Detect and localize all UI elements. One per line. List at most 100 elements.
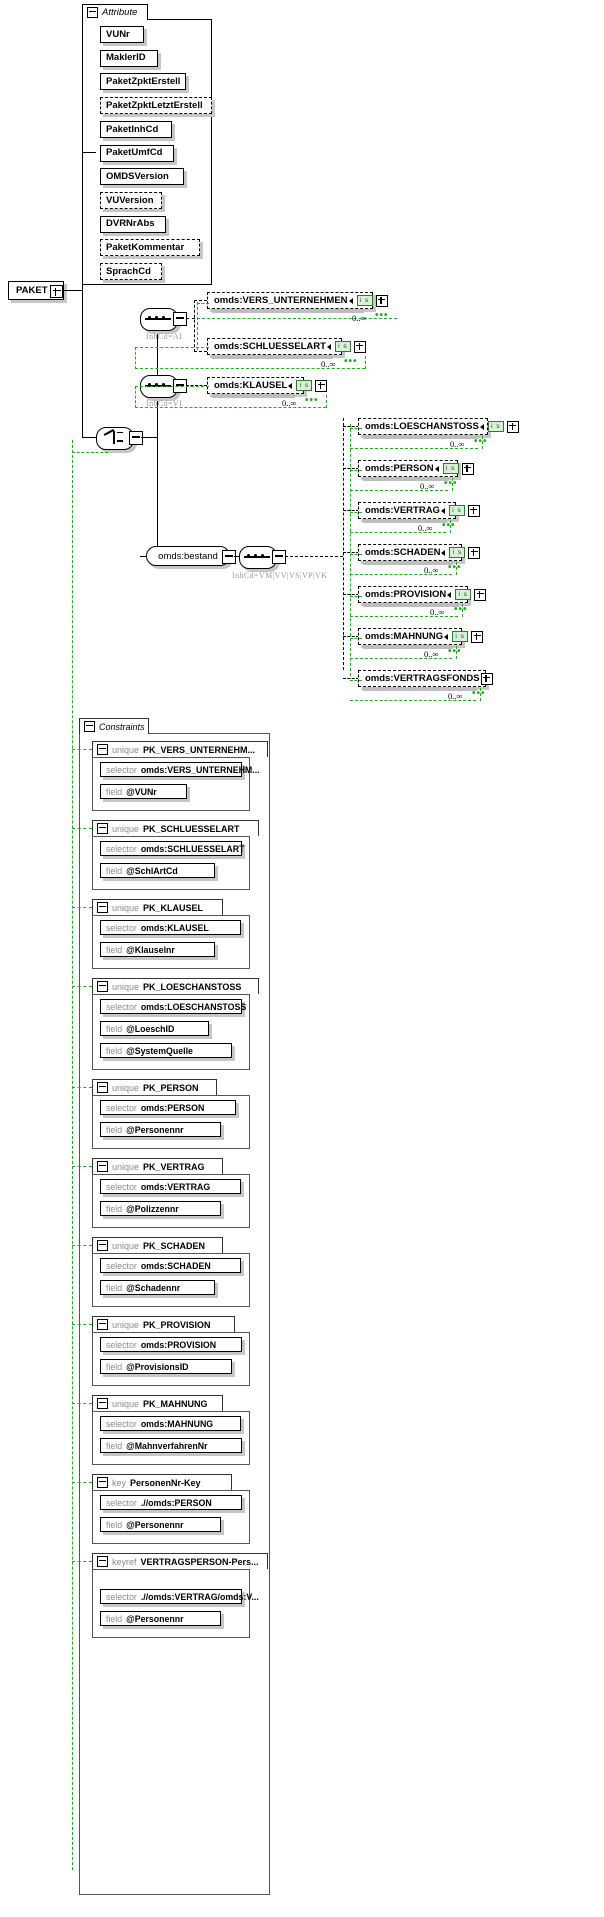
element-vertragsfonds[interactable]: omds:VERTRAGSFONDS <box>358 670 493 687</box>
attribute-paketumfcd[interactable]: PaketUmfCd <box>100 144 174 162</box>
element-label: omds:VERS_UNTERNEHMEN <box>214 295 348 306</box>
expand-icon[interactable] <box>506 420 519 433</box>
root-node-label: PAKET <box>16 285 48 296</box>
collapse-icon[interactable] <box>97 1082 108 1093</box>
sequence-compositor-ai[interactable] <box>140 308 187 331</box>
connector <box>64 290 82 291</box>
row-value: omds:SCHLUESSELART <box>140 843 245 854</box>
attribute-sprachcd[interactable]: SprachCd <box>100 263 162 280</box>
constraint-row-field[interactable]: field@ProvisionsID <box>100 1359 232 1374</box>
group-collapse-icon[interactable] <box>222 550 236 564</box>
constraint-connector <box>72 828 92 829</box>
expand-icon[interactable] <box>471 630 484 643</box>
attribute-paketinhcd[interactable]: PaketInhCd <box>100 120 172 138</box>
element-klausel[interactable]: omds:KLAUSEL i s <box>207 377 328 394</box>
constraint-row-field[interactable]: field@MahnverfahrenNr <box>100 1438 242 1453</box>
constraint-row-field[interactable]: field@SchlArtCd <box>100 863 215 878</box>
expand-icon[interactable] <box>480 672 493 685</box>
constraint-row-field[interactable]: field@Schadennr <box>100 1280 215 1295</box>
constraint-row-field[interactable]: field@Personennr <box>100 1122 221 1137</box>
attribute-dvrnrabs[interactable]: DVRNrAbs <box>100 215 166 233</box>
collapse-icon[interactable] <box>97 744 108 755</box>
sequence-compositor-bestand[interactable] <box>239 546 286 569</box>
sequence-collapse-icon[interactable] <box>272 550 286 564</box>
element-schluesselart[interactable]: omds:SCHLUESSELART i s <box>207 338 366 355</box>
collapse-icon[interactable] <box>97 1319 108 1330</box>
expand-icon[interactable] <box>467 504 480 517</box>
attribute-vuversion[interactable]: VUVersion <box>100 191 162 209</box>
constraint-row-selector[interactable]: selector.//omds:VERTRAG/omds:V... <box>100 1589 259 1604</box>
constraint-row-selector[interactable]: selector.//omds:PERSON <box>100 1495 242 1510</box>
sequence-collapse-icon[interactable] <box>173 312 187 326</box>
element-vers-unternehmen[interactable]: omds:VERS_UNTERNEHMEN i s <box>207 292 388 309</box>
attribute-paketzpkterstell[interactable]: PaketZpktErstell <box>100 73 186 91</box>
constraint-row-field[interactable]: field@SystemQuelle <box>100 1043 232 1058</box>
constraint-row-field[interactable]: field@LoeschID <box>100 1021 210 1036</box>
expand-icon[interactable] <box>353 340 366 353</box>
expand-icon[interactable] <box>315 379 328 392</box>
attribute-omdsversion[interactable]: OMDSVersion <box>100 168 184 186</box>
collapse-icon[interactable] <box>97 981 108 992</box>
collapse-icon[interactable] <box>97 1161 108 1172</box>
root-expand-icon[interactable] <box>50 285 63 298</box>
group-omds-bestand[interactable]: omds:bestand <box>146 546 230 566</box>
constraint-row-field[interactable]: field@Personennr <box>100 1517 221 1532</box>
constraints-pane-tab[interactable]: Constraints <box>79 718 149 734</box>
constraint-row-field[interactable]: field@VUNr <box>100 784 187 799</box>
attributes-pane-tab[interactable]: Attribute <box>82 4 148 20</box>
attribute-vunr[interactable]: VUNr <box>100 26 144 43</box>
choice-compositor[interactable] <box>96 427 143 450</box>
attribute-paketzpktletzterstell[interactable]: PaketZpktLetztErstell <box>100 97 212 115</box>
constraint-row-field[interactable]: field@Polizzennr <box>100 1201 221 1216</box>
collapse-icon[interactable] <box>97 823 108 834</box>
type-badge-icon: i s <box>356 295 373 306</box>
collapse-icon[interactable] <box>97 902 108 913</box>
connector-dash <box>186 385 207 386</box>
constraint-row-field[interactable]: field@Klauselnr <box>100 942 215 957</box>
collapse-icon[interactable] <box>97 1556 108 1567</box>
expand-icon[interactable] <box>461 462 474 475</box>
constraint-name: PK_SCHLUESSELART <box>143 823 240 834</box>
attribute-maklerid[interactable]: MaklerID <box>100 49 158 67</box>
choice-collapse-icon[interactable] <box>129 431 143 445</box>
connector-dash <box>343 594 359 595</box>
expand-icon[interactable] <box>474 588 487 601</box>
attribute-paketkommentar[interactable]: PaketKommentar <box>100 239 200 257</box>
collapse-icon[interactable] <box>97 1398 108 1409</box>
collapse-icon[interactable] <box>84 721 95 732</box>
collapse-icon[interactable] <box>97 1477 108 1488</box>
constraint-row-field[interactable]: field@Personennr <box>100 1611 221 1626</box>
collapse-icon[interactable] <box>97 1240 108 1251</box>
expand-icon[interactable] <box>468 546 481 559</box>
row-keyword: selector <box>106 1339 137 1350</box>
expand-icon[interactable] <box>375 294 388 307</box>
connector-green <box>480 688 481 701</box>
collapse-icon[interactable] <box>87 7 98 18</box>
